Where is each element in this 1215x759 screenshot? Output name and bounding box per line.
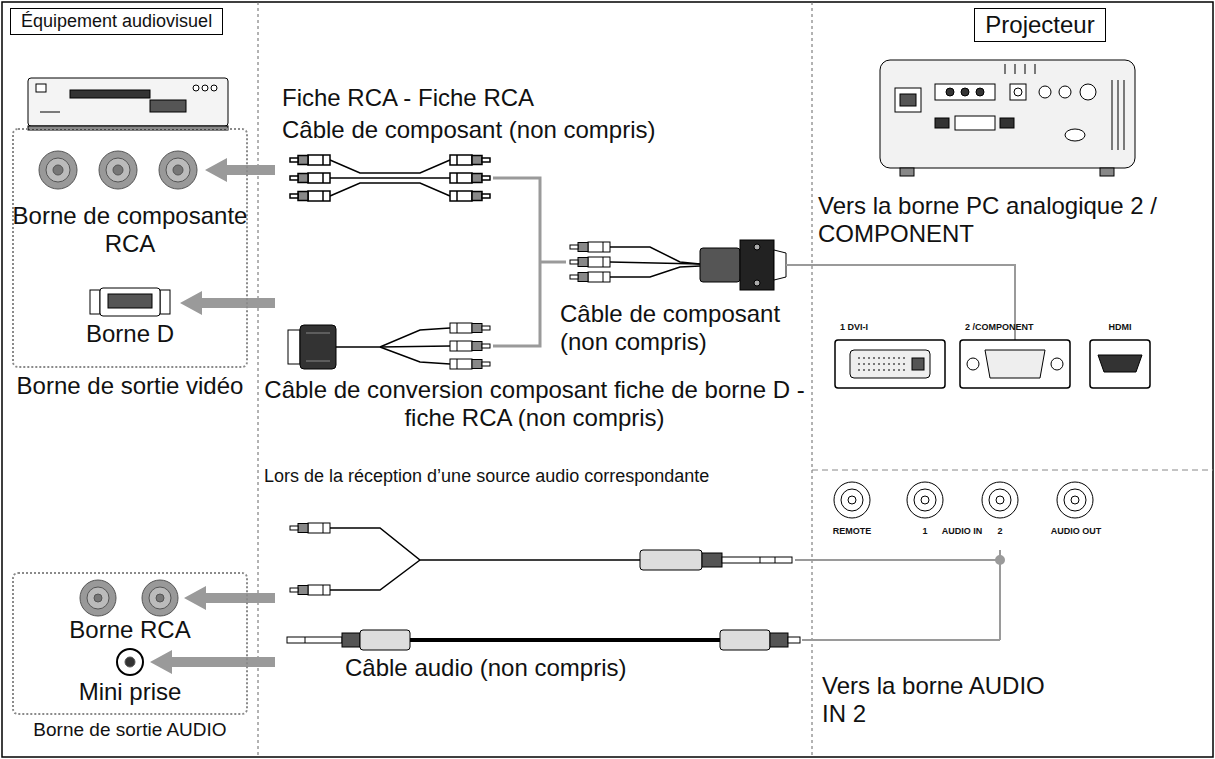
terminal-name: Borne de composante RCA	[12, 202, 248, 257]
pointer-arrows	[150, 158, 275, 674]
projector	[880, 60, 1135, 176]
cable-name: Câble de composant (non compris)	[560, 300, 800, 355]
note: Lors de la réception d’une source audio …	[264, 466, 810, 487]
av-player	[28, 78, 228, 130]
terminal-name: Mini prise	[12, 678, 248, 706]
bracket	[493, 178, 566, 346]
rca-component-cable	[290, 155, 490, 201]
jack-name: 1	[915, 526, 935, 536]
projector-title-box: Projecteur	[974, 8, 1105, 42]
rca-terminals	[39, 151, 197, 189]
group-heading: Borne de sortie AUDIO	[12, 719, 248, 741]
port-name: 2 /COMPONENT	[965, 322, 1065, 332]
port-name: HDMI	[1090, 322, 1150, 332]
cable-name: Câble de conversion composant fiche de b…	[262, 376, 807, 431]
cable-name: Câble audio (non compris)	[345, 654, 765, 682]
box-title: Projecteur	[985, 11, 1094, 39]
terminal-name: Borne RCA	[12, 616, 248, 644]
cable-plug-type: Fiche RCA - Fiche RCA	[282, 84, 782, 112]
audio-leader	[795, 550, 1004, 640]
port-instruction: Vers la borne AUDIO IN 2	[822, 672, 1052, 727]
box-title: Équipement audiovisuel	[21, 11, 212, 32]
projector-ports	[835, 340, 1150, 388]
jack-name: AUDIO IN	[934, 526, 990, 536]
equipment-title-box: Équipement audiovisuel	[10, 8, 223, 35]
group-heading: Borne de sortie vidéo	[12, 372, 248, 400]
audio-mini-cable	[287, 630, 800, 650]
port-instruction: Vers la borne PC analogique 2 / COMPONEN…	[818, 192, 1210, 247]
port-name: 1 DVI-I	[840, 322, 930, 332]
terminal-name: Borne D	[12, 320, 248, 348]
jack-name: AUDIO OUT	[1040, 526, 1112, 536]
d-conversion-cable	[288, 323, 490, 369]
jack-name: REMOTE	[820, 526, 884, 536]
audio-rca-mini-cable	[290, 523, 792, 595]
d-terminal	[90, 288, 170, 316]
cable-name: Câble de composant (non compris)	[282, 116, 802, 144]
jack-name: 2	[990, 526, 1010, 536]
audio-jacks	[834, 482, 1093, 518]
